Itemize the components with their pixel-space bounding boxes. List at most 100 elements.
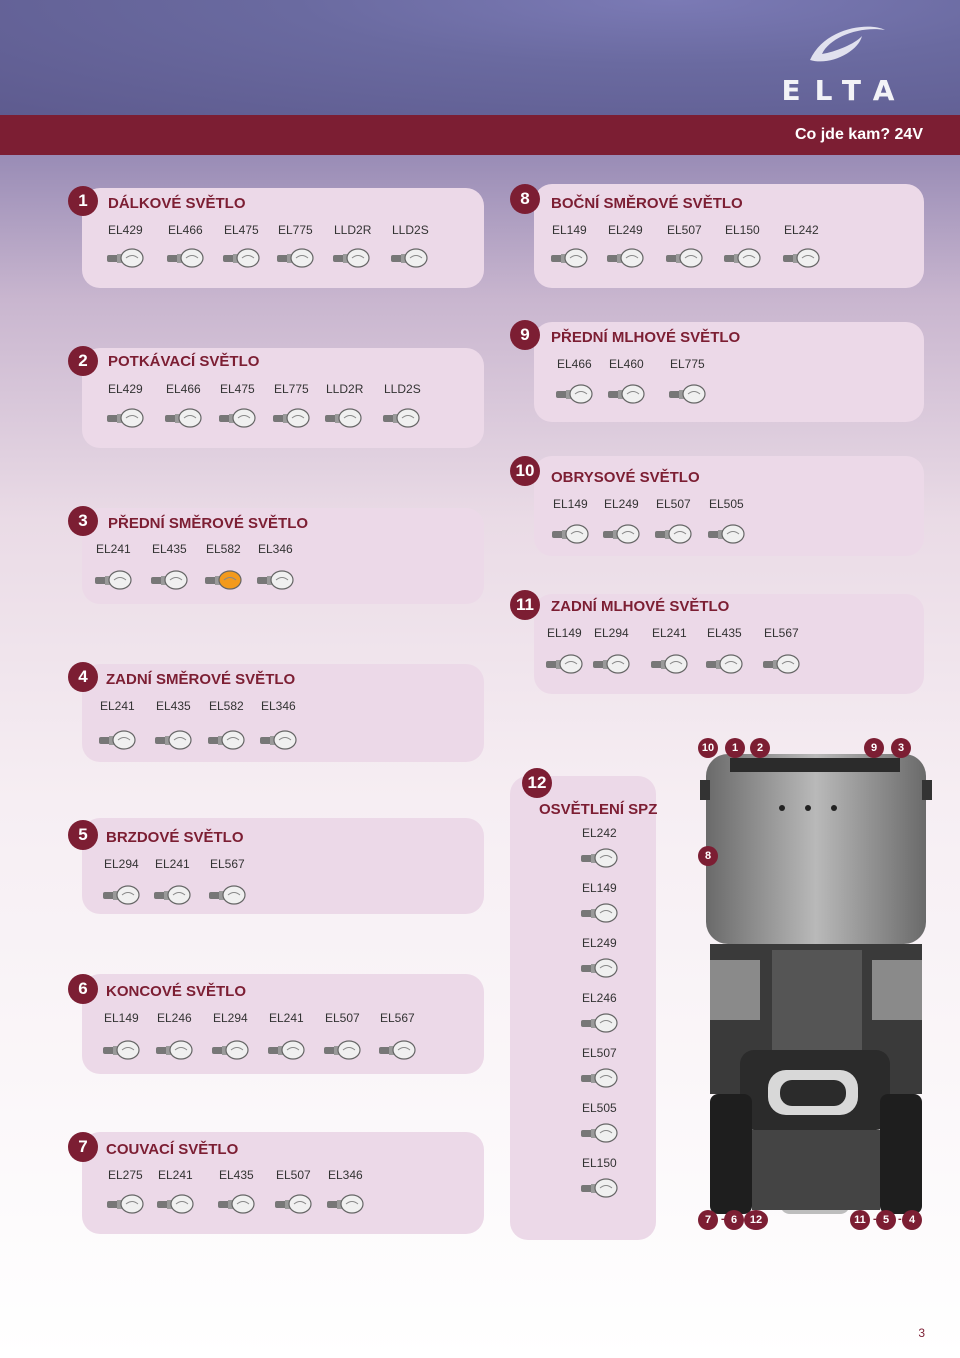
bulb-icon <box>102 1038 142 1062</box>
section-title-10: OBRYSOVÉ SVĚTLO <box>551 469 700 486</box>
bulb-icon <box>592 652 632 676</box>
section-title-1: DÁLKOVÉ SVĚTLO <box>108 195 246 212</box>
bulb-code-el346: EL346 <box>258 542 293 556</box>
section-number-5: 5 <box>68 820 98 850</box>
truck-label-2: 2 <box>750 738 770 758</box>
truck-diagram: 10 1 2 9 3 8 7 - 6 - 12 11 - 5 - 4 <box>698 738 932 1230</box>
bulb-icon <box>150 568 190 592</box>
page-number: 3 <box>918 1326 925 1340</box>
bulb-code-el567: EL567 <box>380 1011 415 1025</box>
bulb-icon <box>606 246 646 270</box>
bulb-code-el241: EL241 <box>100 699 135 713</box>
bulb-icon <box>267 1038 307 1062</box>
truck-dash: - <box>873 1213 877 1225</box>
bulb-icon <box>555 382 595 406</box>
bulb-icon <box>98 728 138 752</box>
section-panel-9 <box>534 322 924 422</box>
section-panel-1 <box>82 188 484 288</box>
section-number-9: 9 <box>510 320 540 350</box>
section-title-3: PŘEDNÍ SMĚROVÉ SVĚTLO <box>108 515 309 532</box>
bulb-code-el241: EL241 <box>158 1168 193 1182</box>
section-title-5: BRZDOVÉ SVĚTLO <box>106 829 244 846</box>
bulb-code-el582: EL582 <box>206 542 241 556</box>
bulb-code-el567: EL567 <box>210 857 245 871</box>
bulb-code-el435: EL435 <box>707 626 742 640</box>
bulb-icon <box>650 652 690 676</box>
bulb-code-el466: EL466 <box>166 382 201 396</box>
bulb-icon <box>378 1038 418 1062</box>
bulb-code-el149: EL149 <box>553 497 588 511</box>
bulb-code-lld2r: LLD2R <box>334 223 372 237</box>
bulb-icon <box>207 728 247 752</box>
bulb-code-el775: EL775 <box>274 382 309 396</box>
bulb-icon <box>382 406 422 430</box>
bulb-icon <box>154 728 194 752</box>
bulb-code-el507: EL507 <box>656 497 691 511</box>
section-panel-5 <box>82 818 484 914</box>
section-number-3: 3 <box>68 506 98 536</box>
bulb-icon <box>782 246 822 270</box>
bulb-code-el150: EL150 <box>582 1156 617 1170</box>
bulb-icon <box>217 1192 257 1216</box>
bulb-code-el775: EL775 <box>670 357 705 371</box>
bulb-code-el466: EL466 <box>168 223 203 237</box>
page-subtitle: Co jde kam? 24V <box>794 126 923 143</box>
bulb-icon <box>602 522 642 546</box>
truck-dash: - <box>898 1213 902 1225</box>
section-number-12: 12 <box>522 768 552 798</box>
truck-label-8: 8 <box>698 846 718 866</box>
bulb-icon <box>580 956 620 980</box>
title-bar: Co jde kam? 24V <box>0 115 960 155</box>
bulb-code-el275: EL275 <box>108 1168 143 1182</box>
section-number-8: 8 <box>510 184 540 214</box>
bulb-icon <box>204 568 244 592</box>
bulb-icon <box>762 652 802 676</box>
bulb-icon <box>208 883 248 907</box>
bulb-icon <box>259 728 299 752</box>
truck-label-6: 6 <box>724 1210 744 1230</box>
truck-label-4: 4 <box>902 1210 922 1230</box>
bulb-code-el505: EL505 <box>709 497 744 511</box>
bulb-code-el507: EL507 <box>667 223 702 237</box>
section-panel-8 <box>534 184 924 288</box>
bulb-icon <box>323 1038 363 1062</box>
bulb-icon <box>665 246 705 270</box>
bulb-code-el475: EL475 <box>220 382 255 396</box>
section-panel-2 <box>82 348 484 448</box>
bulb-icon <box>326 1192 366 1216</box>
section-title-7: COUVACÍ SVĚTLO <box>106 1141 239 1158</box>
bulb-icon <box>580 1011 620 1035</box>
bulb-icon <box>332 246 372 270</box>
bulb-icon <box>580 846 620 870</box>
bulb-code-el241: EL241 <box>155 857 190 871</box>
bulb-code-el246: EL246 <box>157 1011 192 1025</box>
bulb-icon <box>723 246 763 270</box>
bulb-code-el149: EL149 <box>582 881 617 895</box>
bulb-icon <box>106 246 146 270</box>
bulb-code-el150: EL150 <box>725 223 760 237</box>
section-panel-6 <box>82 974 484 1074</box>
bulb-icon <box>156 1192 196 1216</box>
truck-label-10: 10 <box>698 738 718 758</box>
bulb-code-lld2s: LLD2S <box>392 223 429 237</box>
bulb-icon <box>607 382 647 406</box>
bulb-code-el435: EL435 <box>156 699 191 713</box>
bulb-icon <box>668 382 708 406</box>
section-title-6: KONCOVÉ SVĚTLO <box>106 983 247 1000</box>
truck-label-7: 7 <box>698 1210 718 1230</box>
bulb-code-el294: EL294 <box>594 626 629 640</box>
bulb-code-el346: EL346 <box>261 699 296 713</box>
header-band <box>0 0 960 115</box>
bulb-icon <box>153 883 193 907</box>
bulb-icon <box>324 406 364 430</box>
bulb-code-el507: EL507 <box>325 1011 360 1025</box>
truck-dash: - <box>721 1213 725 1225</box>
section-number-2: 2 <box>68 346 98 376</box>
bulb-icon <box>274 1192 314 1216</box>
bulb-code-el582: EL582 <box>209 699 244 713</box>
truck-label-3: 3 <box>891 738 911 758</box>
bulb-code-el466: EL466 <box>557 357 592 371</box>
bulb-code-el149: EL149 <box>547 626 582 640</box>
section-panel-12 <box>510 776 656 1240</box>
bulb-code-el346: EL346 <box>328 1168 363 1182</box>
